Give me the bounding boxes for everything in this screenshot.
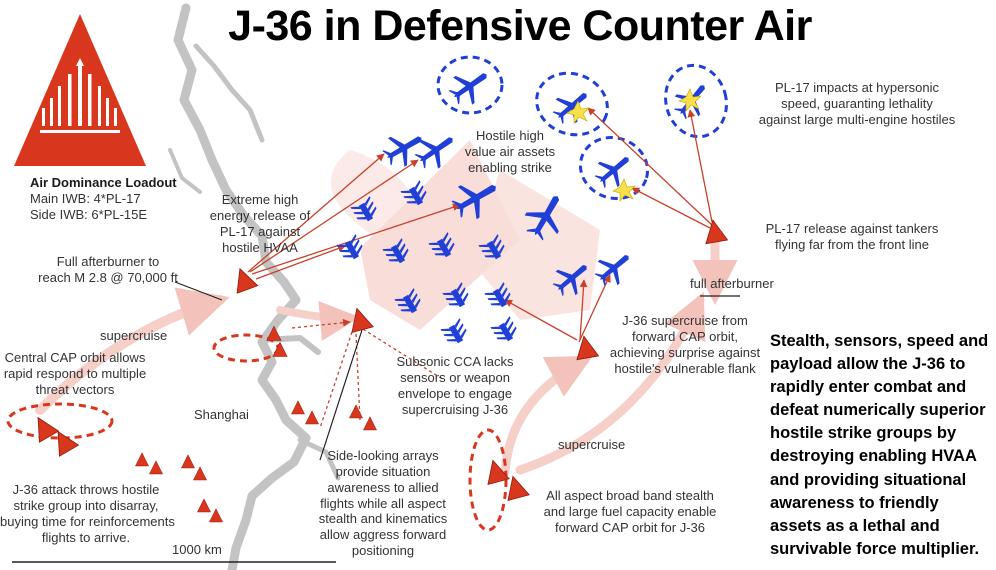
label-shanghai: Shanghai: [194, 407, 249, 422]
label-full-afterburner-right: full afterburner: [690, 276, 774, 291]
loadout-heading: Air Dominance Loadout: [30, 175, 177, 190]
leader-lines: [174, 281, 740, 461]
label-side-arrays: Side-looking arrays provide situation aw…: [318, 448, 448, 559]
label-hostile-hvaa: Hostile high value air assets enabling s…: [464, 128, 556, 175]
label-extreme-energy: Extreme high energy release of PL-17 aga…: [209, 192, 311, 255]
label-j36-attack: J-36 attack throws hostile strike group …: [0, 482, 175, 545]
label-subsonic-cca: Subsonic CCA lacks sensors or weapon env…: [396, 354, 514, 417]
summary-text: Stealth, sensors, speed and payload allo…: [770, 332, 989, 558]
label-broadband: All aspect broad band stealth and large …: [543, 488, 717, 535]
label-central-cap: Central CAP orbit allows rapid respond t…: [3, 350, 147, 397]
loadout-main: Main IWB: 4*PL-17: [30, 190, 141, 206]
loadout-side: Side IWB: 6*PL-15E: [30, 206, 148, 222]
loadout-block: Air Dominance Loadout Main IWB: 4*PL-17 …: [30, 175, 177, 223]
label-full-afterburner-m28: Full afterburner to reach M 2.8 @ 70,000…: [38, 254, 178, 285]
label-supercruise-left: supercruise: [100, 328, 168, 343]
page-title: J-36 in Defensive Counter Air: [228, 2, 812, 50]
label-supercruise-bottom: supercruise: [558, 437, 626, 452]
scale-label: 1000 km: [172, 542, 222, 557]
label-supercruise-flank: J-36 supercruise from forward CAP orbit,…: [609, 313, 761, 376]
target-orbits: [436, 55, 728, 200]
label-pl17-impacts: PL-17 impacts at hypersonic speed, guara…: [758, 80, 956, 127]
label-pl17-release: PL-17 release against tankers flying far…: [765, 221, 939, 252]
flow-arrows: [35, 233, 738, 477]
missile-loadout-icon: [14, 14, 146, 166]
